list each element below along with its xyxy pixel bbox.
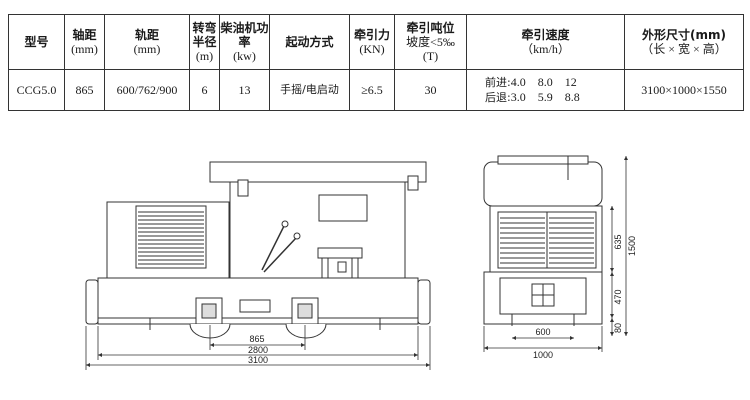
cell-tractive-force: ≥6.5 bbox=[349, 69, 395, 111]
dim-overall-label: 3100 bbox=[248, 355, 268, 365]
cell-dimensions: 3100×1000×1550 bbox=[624, 69, 744, 111]
dim-gauge-label: 600 bbox=[535, 327, 550, 337]
header-traction-tonnage: 牵引吨位坡度<5‰(T) bbox=[394, 14, 467, 70]
header-tractive-force: 牵引力(KN) bbox=[349, 14, 395, 70]
header-dimensions: 外形尺寸(mm)（长 × 宽 × 高） bbox=[624, 14, 744, 70]
dim-width-label: 1000 bbox=[533, 350, 553, 360]
dim-top-label: 635 bbox=[613, 234, 623, 249]
dim-base-label: 80 bbox=[613, 323, 623, 333]
header-traction-speed: 牵引速度（km/h） bbox=[466, 14, 625, 70]
cell-model: CCG5.0 bbox=[8, 69, 65, 111]
dim-lower-label: 470 bbox=[613, 289, 623, 304]
dim-mid-label: 2800 bbox=[248, 345, 268, 355]
cell-traction-speed: 前进:4.0 8.0 12 后退:3.0 5.9 8.8 bbox=[466, 69, 625, 111]
header-diesel-power: 柴油机功 率(kw) bbox=[219, 14, 270, 70]
cell-turn-radius: 6 bbox=[189, 69, 220, 111]
side-dimension-lines bbox=[85, 325, 431, 370]
cell-gauge: 600/762/900 bbox=[104, 69, 190, 111]
cell-traction-tonnage: 30 bbox=[394, 69, 467, 111]
cell-diesel-power: 13 bbox=[219, 69, 270, 111]
spec-data-row: CCG5.0 865 600/762/900 6 13 手摇/电启动 ≥6.5 … bbox=[8, 69, 744, 111]
cell-start-method: 手摇/电启动 bbox=[269, 69, 350, 111]
header-turn-radius: 转弯半径(m) bbox=[189, 14, 220, 70]
dim-wheelbase-label: 865 bbox=[249, 334, 264, 344]
front-view bbox=[483, 155, 603, 326]
locomotive-drawings: 865 2800 3100 bbox=[85, 155, 637, 370]
side-view bbox=[85, 161, 431, 339]
header-start-method: 起动方式 bbox=[269, 14, 350, 70]
cell-wheelbase: 865 bbox=[64, 69, 105, 111]
reverse-speeds: 后退:3.0 5.9 8.8 bbox=[485, 90, 580, 104]
header-gauge: 轨距(mm) bbox=[104, 14, 190, 70]
dim-total-height-label: 1500 bbox=[627, 236, 637, 256]
spec-header-row: 型号 轴距(mm) 轨距(mm) 转弯半径(m) 柴油机功 率(kw) 起动方式… bbox=[8, 14, 744, 70]
spec-table: 型号 轴距(mm) 轨距(mm) 转弯半径(m) 柴油机功 率(kw) 起动方式… bbox=[8, 14, 744, 111]
header-wheelbase: 轴距(mm) bbox=[64, 14, 105, 70]
forward-speeds: 前进:4.0 8.0 12 bbox=[485, 75, 577, 89]
front-dimension-lines bbox=[483, 156, 628, 352]
header-model: 型号 bbox=[8, 14, 65, 70]
